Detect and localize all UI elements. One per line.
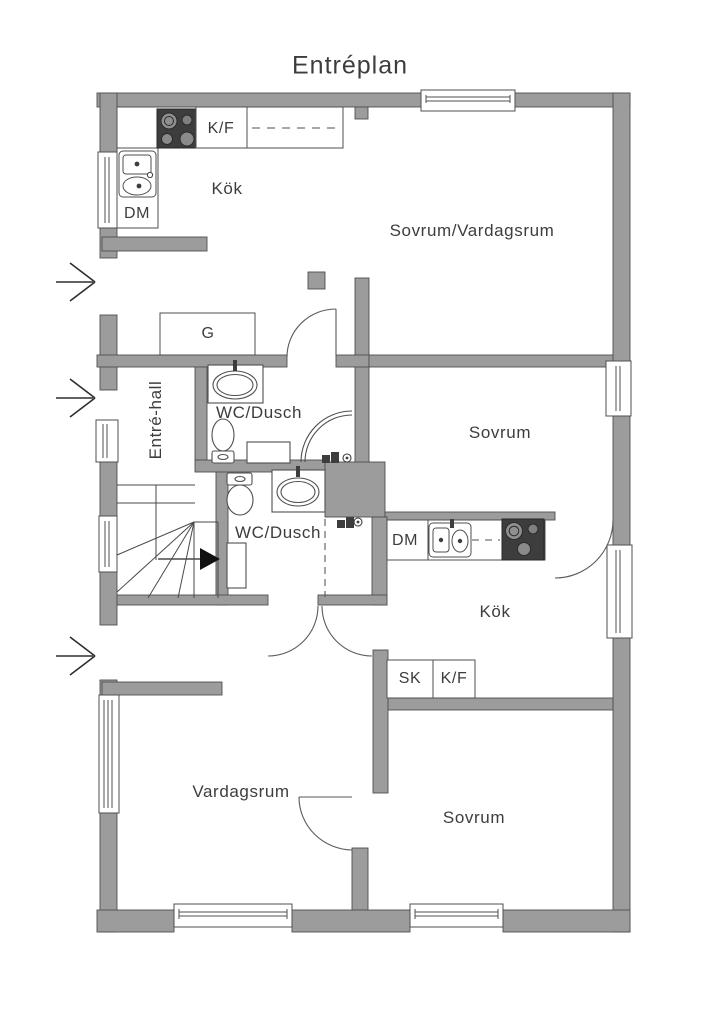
wc1-toilet xyxy=(211,418,235,464)
kf-2-box xyxy=(432,659,476,699)
window-right-kok2 xyxy=(606,544,633,639)
fixture-label-g: G xyxy=(201,325,215,342)
door-vardagsrum-right xyxy=(321,605,373,657)
sink-2 xyxy=(428,519,472,558)
window-top xyxy=(420,89,516,112)
room-label-entre-hall: Entré-hall xyxy=(146,380,165,460)
window-bottom-sovrum xyxy=(409,903,504,928)
window-bottom-vardagsrum xyxy=(173,903,293,928)
wc2-toilet xyxy=(226,472,254,516)
window-right-sovrum-mitt xyxy=(605,360,632,417)
sk-box xyxy=(386,659,434,699)
door-vardagsrum-left xyxy=(267,605,319,657)
wc2-shower-fittings xyxy=(337,517,363,528)
wc1-fixtures xyxy=(207,360,353,464)
room-label-kok-2: Kök xyxy=(479,602,511,621)
window-left-hall xyxy=(95,419,119,463)
wc2-sink xyxy=(271,466,326,513)
kitchen-2-fixtures xyxy=(386,518,546,699)
room-label-sovrum-nere: Sovrum xyxy=(442,808,506,827)
wc1-bench xyxy=(246,441,291,464)
kf-1-box xyxy=(195,106,248,149)
plan-title: Entréplan xyxy=(291,51,409,80)
fixture-label-sk: SK xyxy=(398,670,422,687)
window-left-kitchen xyxy=(97,151,119,229)
kitchen-1-fixtures xyxy=(116,106,344,229)
entrance-arrows xyxy=(56,262,96,676)
room-label-sovrum-vardagsrum: Sovrum/Vardagsrum xyxy=(389,221,555,240)
stove-1 xyxy=(156,108,197,149)
interior-walls xyxy=(96,106,614,911)
fixture-label-dm-2: DM xyxy=(391,532,419,549)
doors xyxy=(267,308,614,851)
wc2-fixtures xyxy=(226,466,363,589)
windows xyxy=(95,89,633,928)
fixture-label-kf-1: K/F xyxy=(207,120,235,137)
room-label-wc-dusch-2: WC/Dusch xyxy=(234,523,322,542)
room-label-vardagsrum: Vardagsrum xyxy=(192,782,290,801)
room-label-wc-dusch-1: WC/Dusch xyxy=(215,403,303,422)
entrance-arrow-2 xyxy=(56,378,96,418)
outer-walls xyxy=(96,92,631,933)
stairs xyxy=(116,484,220,599)
fixture-label-kf-2: K/F xyxy=(440,670,468,687)
stairs-direction-arrow xyxy=(158,548,220,570)
wc1-shower xyxy=(300,410,353,463)
entrance-arrow-3 xyxy=(56,636,96,676)
wc2-bench xyxy=(226,542,247,589)
wc1-sink xyxy=(207,360,264,404)
door-sovrum-nere xyxy=(298,796,353,851)
window-left-vardagsrum xyxy=(98,694,120,814)
sink-1 xyxy=(118,150,157,198)
room-label-kok-1: Kök xyxy=(211,179,243,198)
g-closet xyxy=(159,312,256,356)
fixture-label-dm-1: DM xyxy=(123,205,151,222)
stove-2 xyxy=(501,518,545,561)
door-hall xyxy=(286,308,337,358)
door-kok2 xyxy=(554,519,614,579)
entrance-arrow-1 xyxy=(56,262,96,302)
window-left-stair xyxy=(98,515,118,573)
room-label-sovrum-mitt: Sovrum xyxy=(468,423,532,442)
